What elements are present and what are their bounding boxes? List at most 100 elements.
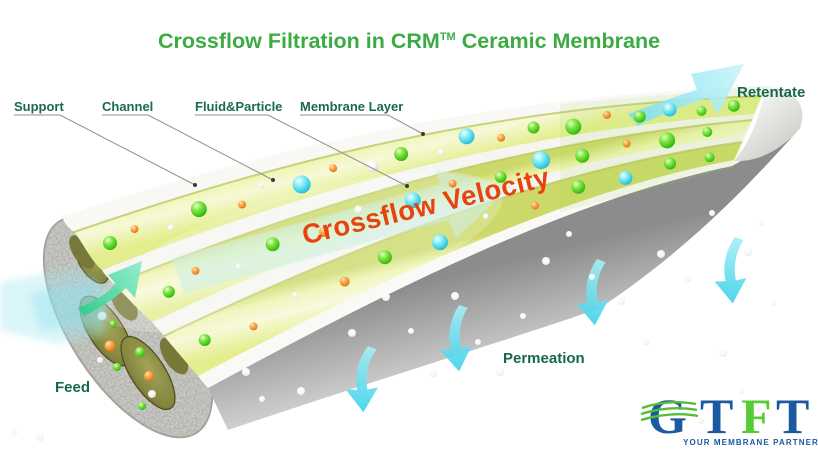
permeate-bubble bbox=[589, 274, 595, 280]
label-permeation: Permeation bbox=[503, 350, 585, 367]
logo-letter-t1: T bbox=[700, 388, 733, 444]
logo-tagline: YOUR MEMBRANE PARTNER bbox=[683, 438, 818, 447]
fluid-particle bbox=[292, 292, 299, 298]
fluid-particle bbox=[704, 152, 715, 163]
permeate-bubble bbox=[259, 396, 265, 402]
permeate-bubble bbox=[657, 250, 665, 258]
fluid-particle bbox=[162, 285, 175, 298]
fluid-particle bbox=[659, 132, 676, 149]
fluid-particle bbox=[292, 175, 311, 194]
fluid-particle bbox=[662, 102, 677, 117]
permeate-bubble bbox=[496, 368, 504, 376]
fluid-particle bbox=[432, 234, 448, 251]
permeate-bubble bbox=[242, 368, 250, 376]
fluid-particle bbox=[339, 276, 350, 287]
label-retentate: Retentate bbox=[737, 84, 805, 101]
label-fluid-particle: Fluid&Particle bbox=[195, 99, 282, 114]
fluid-particle bbox=[97, 357, 103, 363]
fluid-particle bbox=[130, 225, 139, 234]
fluid-particle bbox=[109, 320, 117, 328]
permeate-bubble bbox=[475, 339, 481, 345]
fluid-particle bbox=[727, 99, 740, 112]
permeate-bubble bbox=[36, 433, 44, 441]
fluid-particle bbox=[404, 192, 421, 209]
permeate-bubble bbox=[566, 231, 572, 237]
fluid-particle bbox=[618, 170, 633, 185]
logo-letter-f: F bbox=[741, 388, 772, 444]
page-title: Crossflow Filtration in CRMTM Ceramic Me… bbox=[158, 29, 660, 53]
permeate-bubble bbox=[297, 387, 305, 395]
feed-beam-core bbox=[30, 282, 104, 330]
fluid-particle bbox=[366, 159, 379, 172]
fluid-particle bbox=[527, 121, 540, 134]
channel-1 bbox=[74, 96, 762, 270]
title-trademark: TM bbox=[440, 31, 456, 43]
channel-1-endcap bbox=[69, 235, 95, 269]
title-tail: Ceramic Membrane bbox=[456, 29, 660, 53]
fluid-particle bbox=[249, 322, 258, 331]
fluid-particle bbox=[482, 213, 489, 220]
label-channel: Channel bbox=[102, 99, 153, 114]
permeate-bubble bbox=[520, 313, 526, 319]
fluid-particle bbox=[622, 139, 631, 148]
permeate-bubble bbox=[542, 257, 550, 265]
fluid-particle bbox=[319, 226, 329, 237]
fluid-particle bbox=[394, 147, 409, 161]
fluid-particle bbox=[265, 237, 280, 252]
fluid-particle bbox=[103, 236, 117, 250]
fluid-particle bbox=[494, 170, 507, 183]
label-membrane-layer: Membrane Layer bbox=[300, 99, 403, 114]
leader-dot bbox=[193, 183, 197, 187]
label-support: Support bbox=[14, 99, 64, 114]
fluid-particle bbox=[148, 390, 156, 398]
channel-3-endcap bbox=[159, 337, 189, 375]
leader-dot bbox=[271, 178, 275, 182]
permeate-bubble bbox=[408, 328, 414, 334]
fluid-particle bbox=[167, 224, 174, 231]
fluid-particle bbox=[104, 340, 116, 352]
fluid-particle bbox=[575, 148, 590, 163]
leader-dot bbox=[421, 132, 425, 136]
membrane-underside bbox=[208, 128, 800, 430]
crossflow-arrow-icon bbox=[172, 170, 512, 294]
fluid-particle bbox=[238, 200, 247, 209]
bubbles-layer bbox=[11, 210, 776, 441]
logo-wave-icon bbox=[640, 401, 699, 422]
fluid-particle bbox=[377, 250, 392, 265]
permeate-bubble bbox=[429, 369, 437, 377]
permeation-arrow-icon bbox=[711, 235, 752, 305]
membrane-end-cap bbox=[734, 86, 803, 162]
fluid-particle bbox=[497, 133, 506, 142]
permeate-bubble bbox=[451, 292, 459, 300]
fluid-particle bbox=[664, 157, 676, 170]
permeate-bubble bbox=[744, 248, 752, 256]
fluid-particle bbox=[235, 263, 242, 270]
fluid-particle bbox=[198, 334, 211, 346]
fluid-particle bbox=[633, 110, 646, 123]
fluid-particle bbox=[571, 179, 586, 194]
permeate-bubble bbox=[719, 349, 727, 357]
fluid-particle bbox=[531, 201, 539, 210]
green-tint-overlay bbox=[560, 86, 766, 212]
fluid-particle bbox=[138, 402, 146, 410]
fluid-particle bbox=[702, 127, 713, 137]
leader-lines bbox=[14, 114, 425, 188]
fluid-particle bbox=[458, 128, 475, 145]
fluid-particle bbox=[565, 118, 582, 135]
permeate-bubble bbox=[617, 297, 625, 305]
leader-line-membrane-layer bbox=[300, 114, 424, 135]
permeate-bubble bbox=[758, 220, 764, 226]
leader-dot bbox=[405, 184, 409, 188]
fluid-particle bbox=[113, 363, 121, 371]
fluid-particle bbox=[144, 371, 154, 381]
fluid-particle bbox=[602, 110, 611, 119]
leader-line-channel bbox=[102, 114, 274, 181]
permeate-bubble bbox=[709, 210, 715, 216]
feed-flow bbox=[0, 261, 142, 344]
logo-letter-t2: T bbox=[776, 388, 809, 444]
title-main: Crossflow Filtration in CRM bbox=[158, 29, 440, 53]
fluid-particle bbox=[329, 164, 338, 173]
fluid-particle bbox=[258, 182, 265, 189]
